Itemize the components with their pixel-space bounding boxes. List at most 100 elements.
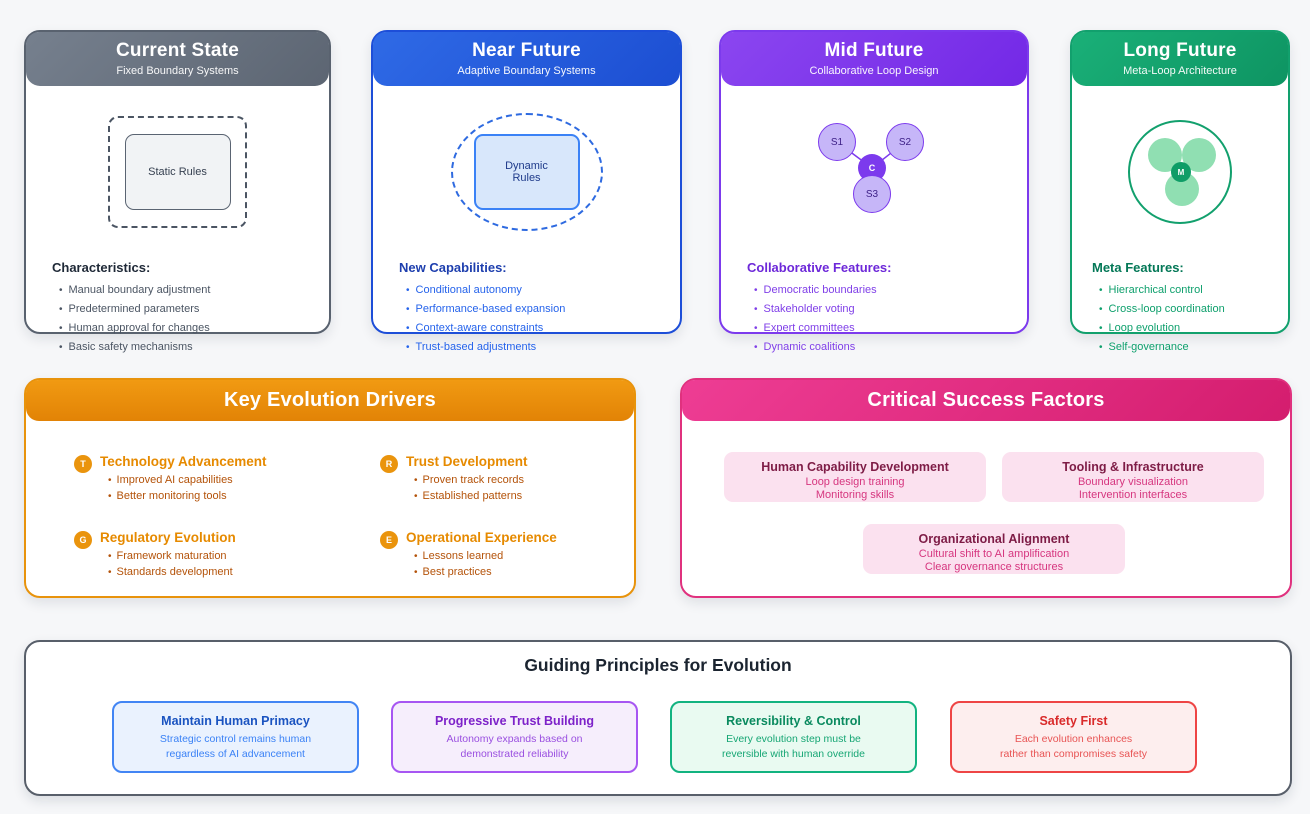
panel-header: Critical Success Factors xyxy=(682,380,1290,421)
driver-technology: T Technology Advancement Improved AI cap… xyxy=(74,454,380,505)
principle-progressive-trust-building: Progressive Trust Building Autonomy expa… xyxy=(391,701,638,773)
principle-line: rather than compromises safety xyxy=(999,747,1148,760)
principle-line: regardless of AI advancement xyxy=(166,747,305,760)
panel-header: Key Evolution Drivers xyxy=(26,380,634,421)
driver-operational: E Operational Experience Lessons learned… xyxy=(380,530,624,581)
stage-header: Near Future Adaptive Boundary Systems xyxy=(373,32,680,86)
drivers-grid: T Technology Advancement Improved AI cap… xyxy=(26,421,634,581)
stage-body: Static Rules Characteristics: Manual bou… xyxy=(26,96,329,353)
principle-line: Each evolution enhances xyxy=(1014,733,1133,745)
collaborative-network-diagram: S1 S2 C S3 xyxy=(747,96,1001,248)
list-item: Conditional autonomy xyxy=(406,284,654,296)
principle-line: demonstrated reliability xyxy=(460,747,569,760)
stage-card-near-future: Near Future Adaptive Boundary Systems Dy… xyxy=(371,30,682,353)
factor-heading: Organizational Alignment xyxy=(918,532,1070,546)
principle-line: reversible with human override xyxy=(722,747,865,760)
stage-header: Mid Future Collaborative Loop Design xyxy=(721,32,1027,86)
network-node-s3: S3 xyxy=(853,175,891,213)
driver-point: Established patterns xyxy=(414,490,528,502)
list-item: Democratic boundaries xyxy=(754,284,1001,296)
driver-badge: T xyxy=(74,455,92,473)
meta-loop-shape: M xyxy=(1128,120,1232,224)
list-item: Basic safety mechanisms xyxy=(59,341,303,353)
factor-line: Intervention interfaces xyxy=(1078,489,1188,501)
driver-badge: E xyxy=(380,531,398,549)
driver-point: Framework maturation xyxy=(108,550,236,562)
principle-safety-first: Safety First Each evolution enhances rat… xyxy=(950,701,1197,773)
network-node-s1: S1 xyxy=(818,123,856,161)
list-item: Human approval for changes xyxy=(59,322,303,334)
stage-body: Dynamic Rules New Capabilities: Conditio… xyxy=(373,96,680,353)
list-heading: New Capabilities: xyxy=(399,260,507,275)
driver-heading: Technology Advancement xyxy=(100,454,267,469)
panel-guiding-principles: Guiding Principles for Evolution Maintai… xyxy=(24,640,1292,796)
list-item: Hierarchical control xyxy=(1099,284,1268,296)
list-heading: Collaborative Features: xyxy=(747,260,892,275)
factor-human-capability: Human Capability Development Loop design… xyxy=(724,452,986,502)
factor-heading: Tooling & Infrastructure xyxy=(1062,460,1204,474)
panel-title: Critical Success Factors xyxy=(867,389,1105,411)
stage-card-long-future: Long Future Meta-Loop Architecture M Met… xyxy=(1070,30,1290,353)
principle-line: Strategic control remains human xyxy=(159,733,312,745)
stage-subtitle: Collaborative Loop Design xyxy=(809,65,939,77)
bullet-list: Conditional autonomy Performance-based e… xyxy=(399,284,654,353)
list-item: Trust-based adjustments xyxy=(406,341,654,353)
factor-tooling-infrastructure: Tooling & Infrastructure Boundary visual… xyxy=(1002,452,1264,502)
dynamic-rules-diagram: Dynamic Rules xyxy=(399,96,654,248)
list-item: Performance-based expansion xyxy=(406,303,654,315)
list-item: Cross-loop coordination xyxy=(1099,303,1268,315)
factor-line: Loop design training xyxy=(805,475,905,488)
factor-line: Cultural shift to AI amplification xyxy=(918,547,1070,560)
list-item: Dynamic coalitions xyxy=(754,341,1001,353)
factor-organizational-alignment: Organizational Alignment Cultural shift … xyxy=(863,524,1125,574)
fixed-boundary-shape: Static Rules xyxy=(108,116,247,228)
driver-points: Lessons learned Best practices xyxy=(406,550,557,578)
stage-subtitle: Adaptive Boundary Systems xyxy=(457,65,596,77)
driver-heading: Operational Experience xyxy=(406,530,557,545)
driver-point: Standards development xyxy=(108,566,236,578)
list-heading: Characteristics: xyxy=(52,260,151,275)
stage-card-current-state: Current State Fixed Boundary Systems Sta… xyxy=(24,30,331,353)
static-rules-box: Static Rules xyxy=(124,134,231,210)
factor-line: Monitoring skills xyxy=(815,489,895,501)
list-item: Manual boundary adjustment xyxy=(59,284,303,296)
stage-header: Long Future Meta-Loop Architecture xyxy=(1072,32,1288,86)
stage-subtitle: Fixed Boundary Systems xyxy=(116,65,239,77)
stage-title: Near Future xyxy=(472,40,581,61)
list-item: Stakeholder voting xyxy=(754,303,1001,315)
driver-point: Proven track records xyxy=(414,474,528,486)
list-heading: Meta Features: xyxy=(1092,260,1184,275)
driver-point: Better monitoring tools xyxy=(108,490,267,502)
principle-maintain-human-primacy: Maintain Human Primacy Strategic control… xyxy=(112,701,359,773)
principle-reversibility-control: Reversibility & Control Every evolution … xyxy=(670,701,917,773)
stage-body: M Meta Features: Hierarchical control Cr… xyxy=(1072,96,1288,353)
adaptive-boundary-shape: Dynamic Rules xyxy=(450,113,603,231)
stage-subtitle: Meta-Loop Architecture xyxy=(1123,65,1237,77)
driver-heading: Trust Development xyxy=(406,454,528,469)
stage-title: Mid Future xyxy=(824,40,924,61)
factor-line: Clear governance structures xyxy=(924,561,1064,573)
driver-point: Improved AI capabilities xyxy=(108,474,267,486)
driver-regulatory: G Regulatory Evolution Framework maturat… xyxy=(74,530,380,581)
driver-points: Improved AI capabilities Better monitori… xyxy=(100,474,267,502)
principle-heading: Reversibility & Control xyxy=(726,714,861,728)
stage-header: Current State Fixed Boundary Systems xyxy=(26,32,329,86)
factor-heading: Human Capability Development xyxy=(761,460,949,474)
meta-loop-diagram: M xyxy=(1092,96,1268,248)
factor-line: Boundary visualization xyxy=(1077,475,1189,488)
meta-center-node: M xyxy=(1171,162,1191,182)
driver-point: Best practices xyxy=(414,566,557,578)
principle-heading: Safety First xyxy=(1039,714,1108,728)
panel-critical-success-factors: Critical Success Factors Human Capabilit… xyxy=(680,378,1292,598)
panel-title: Key Evolution Drivers xyxy=(223,389,437,411)
list-item: Predetermined parameters xyxy=(59,303,303,315)
static-rules-diagram: Static Rules xyxy=(52,96,303,248)
principle-heading: Progressive Trust Building xyxy=(434,714,595,728)
stage-card-mid-future: Mid Future Collaborative Loop Design S1 … xyxy=(719,30,1029,353)
dynamic-rules-box: Dynamic Rules xyxy=(473,134,580,210)
network-graph: S1 S2 C S3 xyxy=(804,117,944,227)
driver-points: Proven track records Established pattern… xyxy=(406,474,528,502)
principles-title: Guiding Principles for Evolution xyxy=(524,655,792,675)
bullet-list: Hierarchical control Cross-loop coordina… xyxy=(1092,284,1268,353)
